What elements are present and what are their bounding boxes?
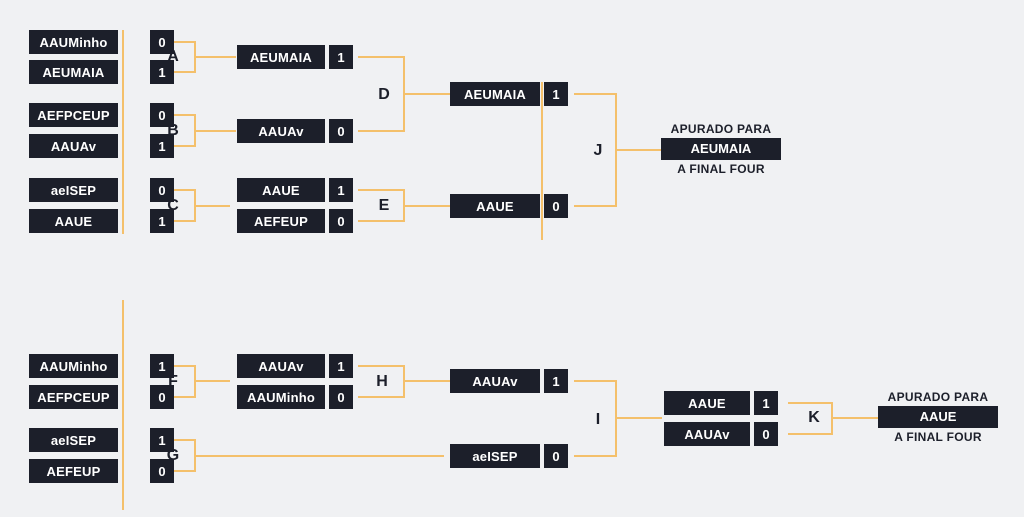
- team-score: 0: [150, 385, 174, 409]
- team-name: AEFPCEUP: [29, 385, 118, 409]
- team-score: 0: [150, 30, 174, 54]
- team-name: AAUAv: [237, 354, 325, 378]
- match-label-c: C: [167, 197, 179, 214]
- team-name: AAUE: [664, 391, 750, 415]
- team-name: AAUE: [450, 194, 540, 218]
- team-name: AEFEUP: [237, 209, 325, 233]
- team-score: 0: [329, 209, 353, 233]
- team-name: AAUAv: [664, 422, 750, 446]
- match-label-i: I: [595, 411, 601, 428]
- team-name: AAUAv: [237, 119, 325, 143]
- team-name: aeISEP: [29, 178, 118, 202]
- team-score: 0: [150, 178, 174, 202]
- match-label-d: D: [378, 86, 390, 103]
- team-name: AEUMAIA: [237, 45, 325, 69]
- qualified-subtitle: A FINAL FOUR: [894, 430, 982, 444]
- team-score: 1: [754, 391, 778, 415]
- team-name: aeISEP: [450, 444, 540, 468]
- team-name: AEUMAIA: [29, 60, 118, 84]
- team-name: AEUMAIA: [450, 82, 540, 106]
- team-score: 1: [150, 134, 174, 158]
- team-score: 1: [544, 369, 568, 393]
- team-name: AEFEUP: [29, 459, 118, 483]
- team-score: 0: [150, 103, 174, 127]
- match-label-k: K: [808, 409, 820, 426]
- qualified-subtitle: A FINAL FOUR: [677, 162, 765, 176]
- qualified-title: APURADO PARA: [670, 122, 772, 136]
- team-score: 0: [150, 459, 174, 483]
- team-name: AAUMinho: [29, 354, 118, 378]
- qualified-box-top: APURADO PARA AEUMAIA A FINAL FOUR: [656, 121, 786, 177]
- qualified-title: APURADO PARA: [887, 390, 989, 404]
- qualified-team: AAUE: [878, 406, 998, 428]
- team-score: 1: [329, 178, 353, 202]
- match-label-e: E: [378, 197, 390, 214]
- team-score: 0: [329, 119, 353, 143]
- team-score: 1: [150, 60, 174, 84]
- match-label-h: H: [376, 373, 388, 390]
- team-score: 1: [329, 354, 353, 378]
- qualified-team: AEUMAIA: [661, 138, 781, 160]
- team-score: 1: [544, 82, 568, 106]
- team-name: AAUMinho: [29, 30, 118, 54]
- team-name: AAUE: [29, 209, 118, 233]
- team-name: aeISEP: [29, 428, 118, 452]
- match-label-a: A: [167, 48, 179, 65]
- team-score: 1: [329, 45, 353, 69]
- team-score: 0: [329, 385, 353, 409]
- team-name: AAUAv: [450, 369, 540, 393]
- team-name: AAUAv: [29, 134, 118, 158]
- team-score: 0: [544, 194, 568, 218]
- team-score: 0: [754, 422, 778, 446]
- team-score: 1: [150, 354, 174, 378]
- match-label-g: G: [166, 447, 180, 464]
- team-name: AAUMinho: [237, 385, 325, 409]
- match-label-j: J: [593, 142, 603, 159]
- team-score: 0: [544, 444, 568, 468]
- team-name: AEFPCEUP: [29, 103, 118, 127]
- team-name: AAUE: [237, 178, 325, 202]
- qualified-box-bottom: APURADO PARA AAUE A FINAL FOUR: [873, 389, 1003, 445]
- match-label-b: B: [167, 122, 179, 139]
- team-score: 1: [150, 428, 174, 452]
- match-label-f: F: [168, 373, 178, 390]
- team-score: 1: [150, 209, 174, 233]
